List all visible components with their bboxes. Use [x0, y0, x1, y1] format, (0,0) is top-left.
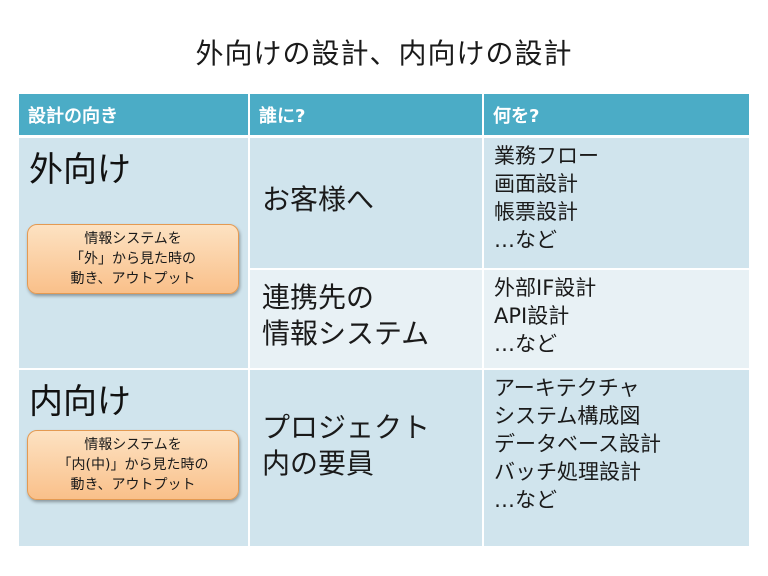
design-table: 設計の向き 誰に? 何を? 外向け 情報システムを 「外」から見た時の 動き、ア… — [19, 94, 749, 546]
who-line: 内の要員 — [262, 447, 375, 480]
who-line: プロジェクト — [262, 411, 431, 444]
header-what: 何を? — [482, 94, 749, 138]
callout-line: 情報システムを — [84, 231, 182, 247]
what-item: バッチ処理設計 — [494, 460, 641, 484]
outward-cell: 外向け 情報システムを 「外」から見た時の 動き、アウトプット — [19, 138, 248, 368]
what-team-cell: アーキテクチャ システム構成図 データベース設計 バッチ処理設計 …など — [482, 368, 749, 546]
what-item: 帳票設計 — [494, 200, 578, 224]
what-item: 外部IF設計 — [494, 276, 597, 300]
what-item: …など — [494, 488, 557, 512]
what-item: データベース設計 — [494, 432, 661, 456]
callout-line: 「外」から見た時の — [70, 251, 196, 267]
what-item: API設計 — [494, 304, 570, 328]
who-text: お客様へ — [262, 182, 374, 218]
outward-callout: 情報システムを 「外」から見た時の 動き、アウトプット — [27, 224, 239, 294]
who-partner-cell: 連携先の 情報システム — [248, 268, 482, 368]
what-customer-cell: 業務フロー 画面設計 帳票設計 …など — [482, 138, 749, 268]
what-partner-cell: 外部IF設計 API設計 …など — [482, 268, 749, 368]
slide-title: 外向けの設計、内向けの設計 — [195, 37, 573, 70]
who-line: 情報システム — [262, 317, 430, 350]
what-item: 画面設計 — [494, 172, 578, 196]
what-item: システム構成図 — [494, 404, 641, 428]
what-item: …など — [494, 332, 557, 356]
inward-cell: 内向け 情報システムを 「内(中)」から見た時の 動き、アウトプット — [19, 368, 248, 546]
what-list: アーキテクチャ システム構成図 データベース設計 バッチ処理設計 …など — [494, 374, 661, 514]
callout-line: 動き、アウトプット — [70, 271, 196, 287]
header-who: 誰に? — [248, 94, 482, 138]
outward-label: 外向け — [29, 150, 131, 190]
who-text: プロジェクト 内の要員 — [262, 410, 430, 482]
what-item: アーキテクチャ — [494, 376, 640, 400]
who-text: 連携先の 情報システム — [262, 280, 429, 352]
what-list: 外部IF設計 API設計 …など — [494, 274, 596, 358]
inward-label: 内向け — [29, 382, 131, 422]
who-team-cell: プロジェクト 内の要員 — [248, 368, 482, 546]
callout-line: 情報システムを — [84, 437, 182, 453]
what-list: 業務フロー 画面設計 帳票設計 …など — [494, 142, 599, 254]
inward-callout: 情報システムを 「内(中)」から見た時の 動き、アウトプット — [27, 430, 239, 500]
callout-line: 「内(中)」から見た時の — [57, 457, 209, 473]
what-item: 業務フロー — [494, 144, 599, 168]
who-line: お客様へ — [262, 183, 375, 216]
who-line: 連携先の — [262, 281, 375, 314]
what-item: …など — [494, 228, 557, 252]
callout-line: 動き、アウトプット — [70, 477, 196, 493]
who-customer-cell: お客様へ — [248, 138, 482, 268]
header-direction: 設計の向き — [19, 94, 248, 138]
